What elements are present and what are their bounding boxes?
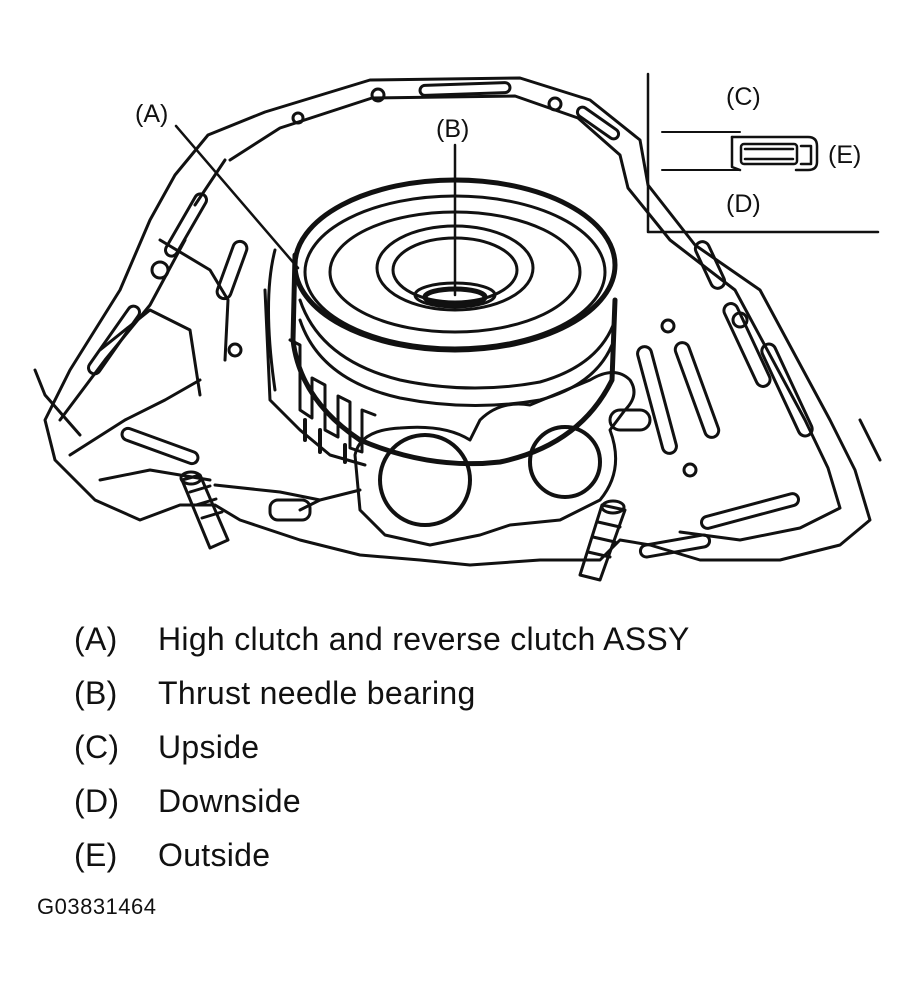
callout-e: (E) xyxy=(828,141,861,169)
legend: (A) High clutch and reverse clutch ASSY … xyxy=(74,612,894,882)
legend-desc: Outside xyxy=(158,836,271,873)
callout-c: (C) xyxy=(726,83,761,111)
legend-key: (C) xyxy=(74,728,120,765)
seal-detail-inset: (C) (D) (E) xyxy=(646,72,880,234)
legend-desc: High clutch and reverse clutch ASSY xyxy=(158,620,690,657)
legend-item-b: (B) Thrust needle bearing xyxy=(74,666,894,720)
legend-desc: Downside xyxy=(158,782,301,819)
callout-b: (B) xyxy=(436,115,469,143)
legend-item-d: (D) Downside xyxy=(74,774,894,828)
callout-a: (A) xyxy=(135,100,168,128)
leader-lines xyxy=(174,124,457,297)
legend-desc: Upside xyxy=(158,728,260,765)
callout-d: (D) xyxy=(726,190,761,218)
dowel-pins xyxy=(179,470,627,582)
transmission-illustration: (A) (B) (C) (D) (E) xyxy=(33,72,882,582)
legend-desc: Thrust needle bearing xyxy=(158,674,476,711)
legend-key: (A) xyxy=(74,620,118,657)
valve-body xyxy=(213,371,636,547)
figure-id: G03831464 xyxy=(37,894,157,919)
legend-item-e: (E) Outside xyxy=(74,828,894,882)
seal-ring xyxy=(730,135,819,172)
transmission-case xyxy=(33,76,882,567)
clutch-assy xyxy=(263,177,618,467)
legend-item-c: (C) Upside xyxy=(74,720,894,774)
legend-key: (E) xyxy=(74,836,118,873)
legend-key: (D) xyxy=(74,782,120,819)
legend-key: (B) xyxy=(74,674,118,711)
legend-item-a: (A) High clutch and reverse clutch ASSY xyxy=(74,612,894,666)
